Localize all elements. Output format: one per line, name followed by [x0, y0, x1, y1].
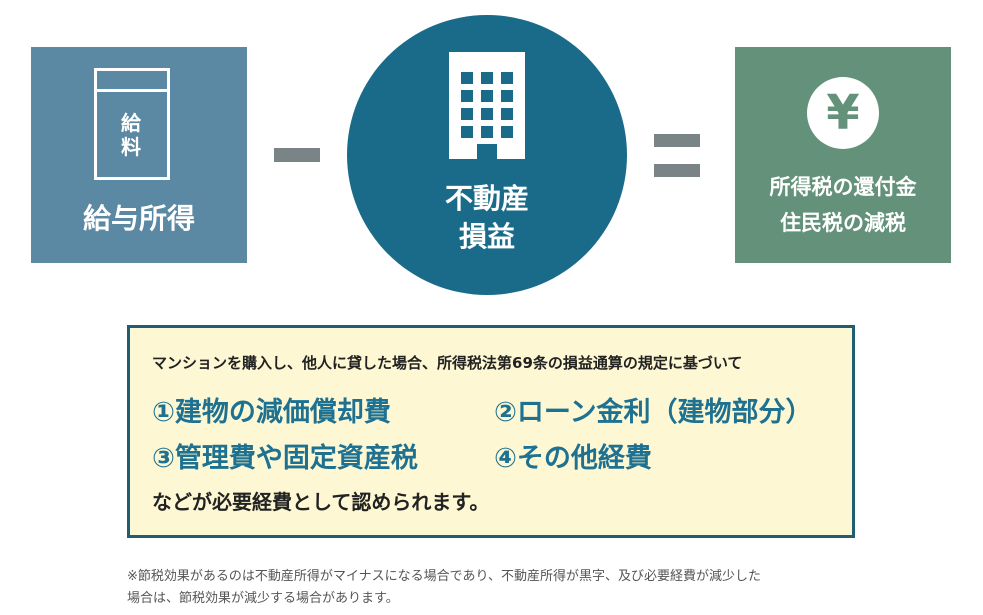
right-label-line1: 所得税の還付金 — [769, 175, 917, 199]
salary-income-label: 給与所得 — [82, 202, 195, 235]
intro-text: マンションを購入し、他人に貸した場合、所得税法第69条の損益通算の規定に基づいて — [152, 354, 743, 372]
salary-envelope-icon: 給料 — [94, 68, 170, 180]
footnote-line2: 場合は、節税効果が減少する場合があります。 — [127, 591, 399, 606]
yen-coin-icon: ¥ — [807, 77, 879, 149]
footnote-line1: ※節税効果があるのは不動産所得がマイナスになる場合であり、不動産所得が黒字、及び… — [127, 569, 761, 584]
outro-text: などが必要経費として認められます。 — [152, 490, 490, 514]
envelope-text: 給料 — [121, 111, 141, 159]
expense-item-4: ④その他経費 — [494, 443, 652, 474]
equals-top-bar — [654, 134, 700, 147]
tax-refund-box: ¥ 所得税の還付金 住民税の減税 — [735, 47, 951, 263]
equals-bottom-bar — [654, 164, 700, 177]
building-icon — [449, 52, 525, 159]
expense-item-3: ③管理費や固定資産税 — [152, 443, 418, 474]
real-estate-profit-loss-circle: 不動産 損益 — [347, 15, 627, 295]
salary-income-box: 給料 給与所得 — [31, 47, 247, 263]
minus-sign — [274, 148, 320, 162]
expenses-info-box: マンションを購入し、他人に貸した場合、所得税法第69条の損益通算の規定に基づいて… — [127, 325, 855, 538]
expense-item-1: ①建物の減価償却費 — [152, 397, 391, 428]
center-label-line1: 不動産 — [444, 182, 529, 215]
right-label-line2: 住民税の減税 — [780, 211, 906, 235]
expense-item-2: ②ローン金利（建物部分） — [494, 397, 813, 428]
center-label-line2: 損益 — [458, 220, 515, 253]
